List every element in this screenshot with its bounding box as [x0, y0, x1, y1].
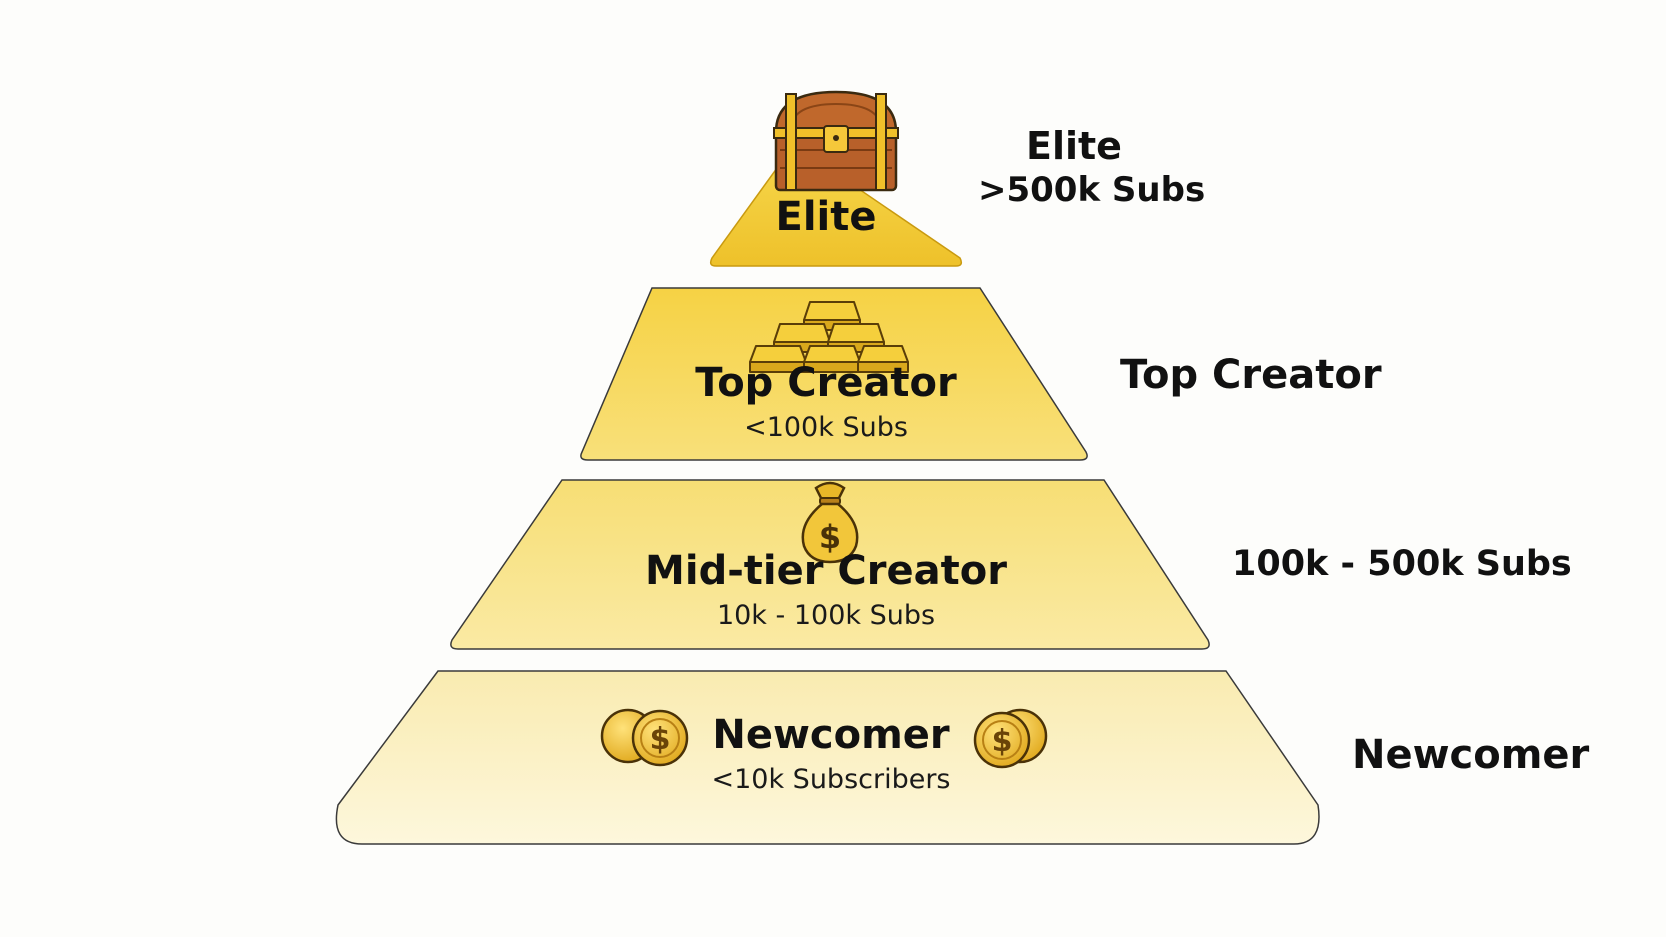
tier-subtitle: <10k Subscribers	[711, 764, 951, 795]
treasure-chest-icon	[773, 90, 899, 192]
side-label-mid: 100k - 500k Subs	[1232, 544, 1572, 584]
tier-shape-mid	[450, 479, 1210, 650]
tier-mid: Mid-tier Creator 10k - 100k Subs	[526, 548, 1126, 648]
tier-newcomer: Newcomer <10k Subscribers	[676, 712, 986, 812]
money-bag-icon: $	[801, 481, 859, 564]
tier-subtitle: 10k - 100k Subs	[716, 600, 936, 631]
tier-title: Top Creator	[695, 360, 957, 406]
side-label-newcomer: Newcomer	[1352, 732, 1590, 778]
tier-title: Mid-tier Creator	[645, 548, 1007, 594]
side-label-top: Top Creator	[1120, 352, 1382, 398]
coins-icon: $	[600, 708, 689, 767]
tier-elite: Elite	[676, 190, 976, 260]
svg-text:$: $	[819, 518, 841, 556]
tier-shape-elite	[709, 156, 963, 267]
side-label-elite: Elite	[1026, 124, 1122, 168]
svg-text:$: $	[650, 722, 671, 757]
tier-title: Elite	[775, 194, 877, 240]
tier-shape-top	[580, 287, 1088, 461]
gold-bars-icon	[749, 301, 909, 373]
coins-icon: $	[973, 708, 1048, 769]
tier-title: Newcomer	[712, 712, 950, 758]
side-label-elite-range: >500k Subs	[978, 170, 1206, 210]
svg-text:$: $	[992, 724, 1013, 759]
tier-shape-newcomer	[335, 670, 1320, 845]
tier-subtitle: <100k Subs	[744, 412, 908, 443]
tier-top: Top Creator <100k Subs	[576, 360, 1076, 460]
